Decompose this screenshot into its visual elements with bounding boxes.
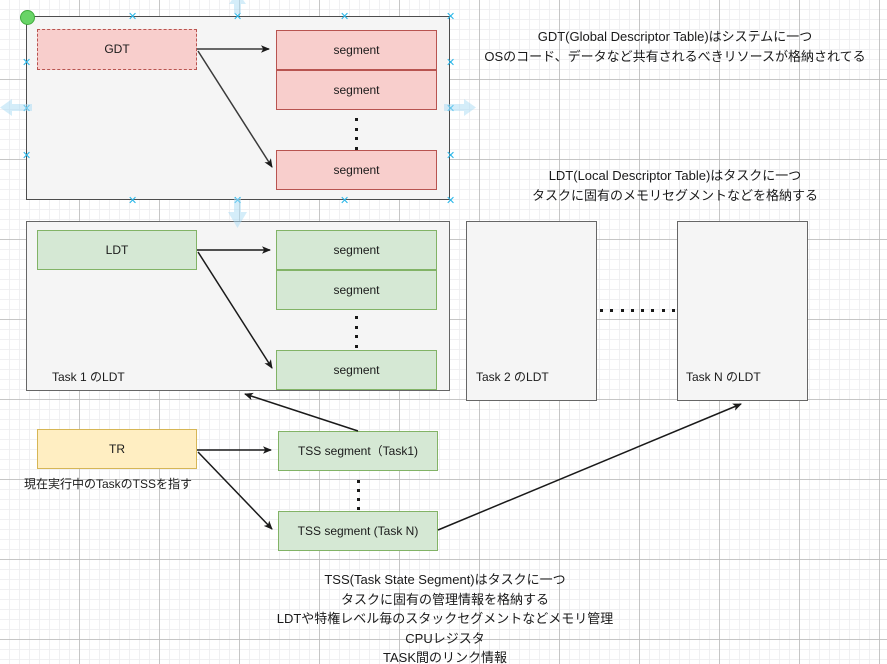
tr-register-note: 現在実行中のTaskのTSSを指す — [24, 477, 193, 491]
gdt-annotation-line-1: GDT(Global Descriptor Table)はシステムに一つ — [537, 29, 813, 44]
gdt-annotation: GDT(Global Descriptor Table)はシステムに一つ OSの… — [465, 27, 885, 66]
selection-handle-right-upper[interactable]: ✕ — [446, 56, 456, 69]
selection-handle-bottom-center[interactable]: ✕ — [233, 194, 243, 207]
taskN-ldt-container[interactable] — [677, 221, 808, 401]
task2-ldt-container[interactable] — [466, 221, 597, 401]
ldt-table-box[interactable]: LDT — [37, 230, 197, 270]
tss-segment-taskN[interactable]: TSS segment (Task N) — [278, 511, 438, 551]
tss-annotation-line-4: CPUレジスタ — [405, 630, 485, 646]
ldt-segment-n[interactable]: segment — [276, 350, 437, 390]
taskN-ldt-label: Task N のLDT — [686, 370, 761, 384]
selection-handle-left-upper[interactable]: ✕ — [22, 56, 32, 69]
arrow-tss-taskN-to-taskN-ldt — [437, 403, 742, 531]
task1-ldt-label: Task 1 のLDT — [52, 370, 125, 384]
ldt-segment-2-label: segment — [333, 282, 380, 297]
selection-handle-bottom-right[interactable]: ✕ — [446, 194, 456, 207]
tss-segment-task1[interactable]: TSS segment（Task1) — [278, 431, 438, 471]
gdt-table-box[interactable]: GDT — [37, 29, 197, 70]
selection-handle-left-middle[interactable]: ✕ — [22, 102, 32, 115]
selection-handle-top-center[interactable]: ✕ — [233, 10, 243, 23]
gdt-segment-1[interactable]: segment — [276, 30, 437, 70]
ldt-annotation: LDT(Local Descriptor Table)はタスクに一つ タスクに固… — [465, 166, 885, 205]
selection-handle-right-middle[interactable]: ✕ — [446, 102, 456, 115]
tss-annotation-line-3: LDTや特権レベル毎のスタックセグメントなどメモリ管理 — [276, 611, 614, 626]
gdt-annotation-line-2: OSのコード、データなど共有されるべきリソースが格納されてる — [484, 48, 866, 64]
gdt-segment-n[interactable]: segment — [276, 150, 437, 190]
gdt-segment-n-label: segment — [333, 162, 380, 177]
selection-handle-top-right-mid[interactable]: ✕ — [340, 10, 350, 23]
task-ldt-ellipsis — [600, 309, 675, 312]
gdt-segment-2-label: segment — [333, 82, 380, 97]
ldt-segment-ellipsis — [355, 316, 358, 348]
tr-register-box[interactable]: TR — [37, 429, 197, 469]
task2-ldt-label: Task 2 のLDT — [476, 370, 549, 384]
tr-register-label: TR — [109, 441, 125, 456]
gdt-segment-2[interactable]: segment — [276, 70, 437, 110]
selection-handle-top-right[interactable]: ✕ — [446, 10, 456, 23]
ldt-segment-1[interactable]: segment — [276, 230, 437, 270]
ldt-annotation-line-1: LDT(Local Descriptor Table)はタスクに一つ — [548, 168, 802, 183]
ldt-segment-2[interactable]: segment — [276, 270, 437, 310]
tss-segment-taskN-label: TSS segment (Task N) — [297, 523, 419, 538]
arrow-tr-to-tss-taskN — [197, 451, 273, 530]
selection-handle-bottom-left-mid[interactable]: ✕ — [128, 194, 138, 207]
tss-annotation-line-1: TSS(Task State Segment)はタスクに一つ — [324, 572, 566, 587]
ldt-segment-1-label: segment — [333, 242, 380, 257]
tss-segment-ellipsis — [357, 480, 360, 510]
tss-annotation-line-2: タスクに固有の管理情報を格納する — [340, 591, 549, 607]
selection-handle-right-lower[interactable]: ✕ — [446, 149, 456, 162]
selection-anchor-handle[interactable] — [20, 10, 35, 25]
gdt-segment-ellipsis — [355, 118, 358, 150]
ldt-table-label: LDT — [105, 242, 129, 257]
tss-segment-task1-label: TSS segment（Task1) — [297, 443, 419, 458]
selection-handle-left-lower[interactable]: ✕ — [22, 149, 32, 162]
tss-annotation-line-5: TASK間のリンク情報 — [383, 650, 507, 664]
selection-handle-top-left-mid[interactable]: ✕ — [128, 10, 138, 23]
arrow-tss-task1-to-task1-ldt — [244, 392, 359, 432]
gdt-table-label: GDT — [104, 42, 130, 56]
tss-annotation: TSS(Task State Segment)はタスクに一つ タスクに固有の管理… — [145, 570, 745, 664]
ldt-segment-n-label: segment — [333, 362, 380, 377]
ldt-annotation-line-2: タスクに固有のメモリセグメントなどを格納する — [531, 187, 818, 203]
selection-handle-bottom-right-mid[interactable]: ✕ — [340, 194, 350, 207]
gdt-segment-1-label: segment — [333, 42, 380, 57]
